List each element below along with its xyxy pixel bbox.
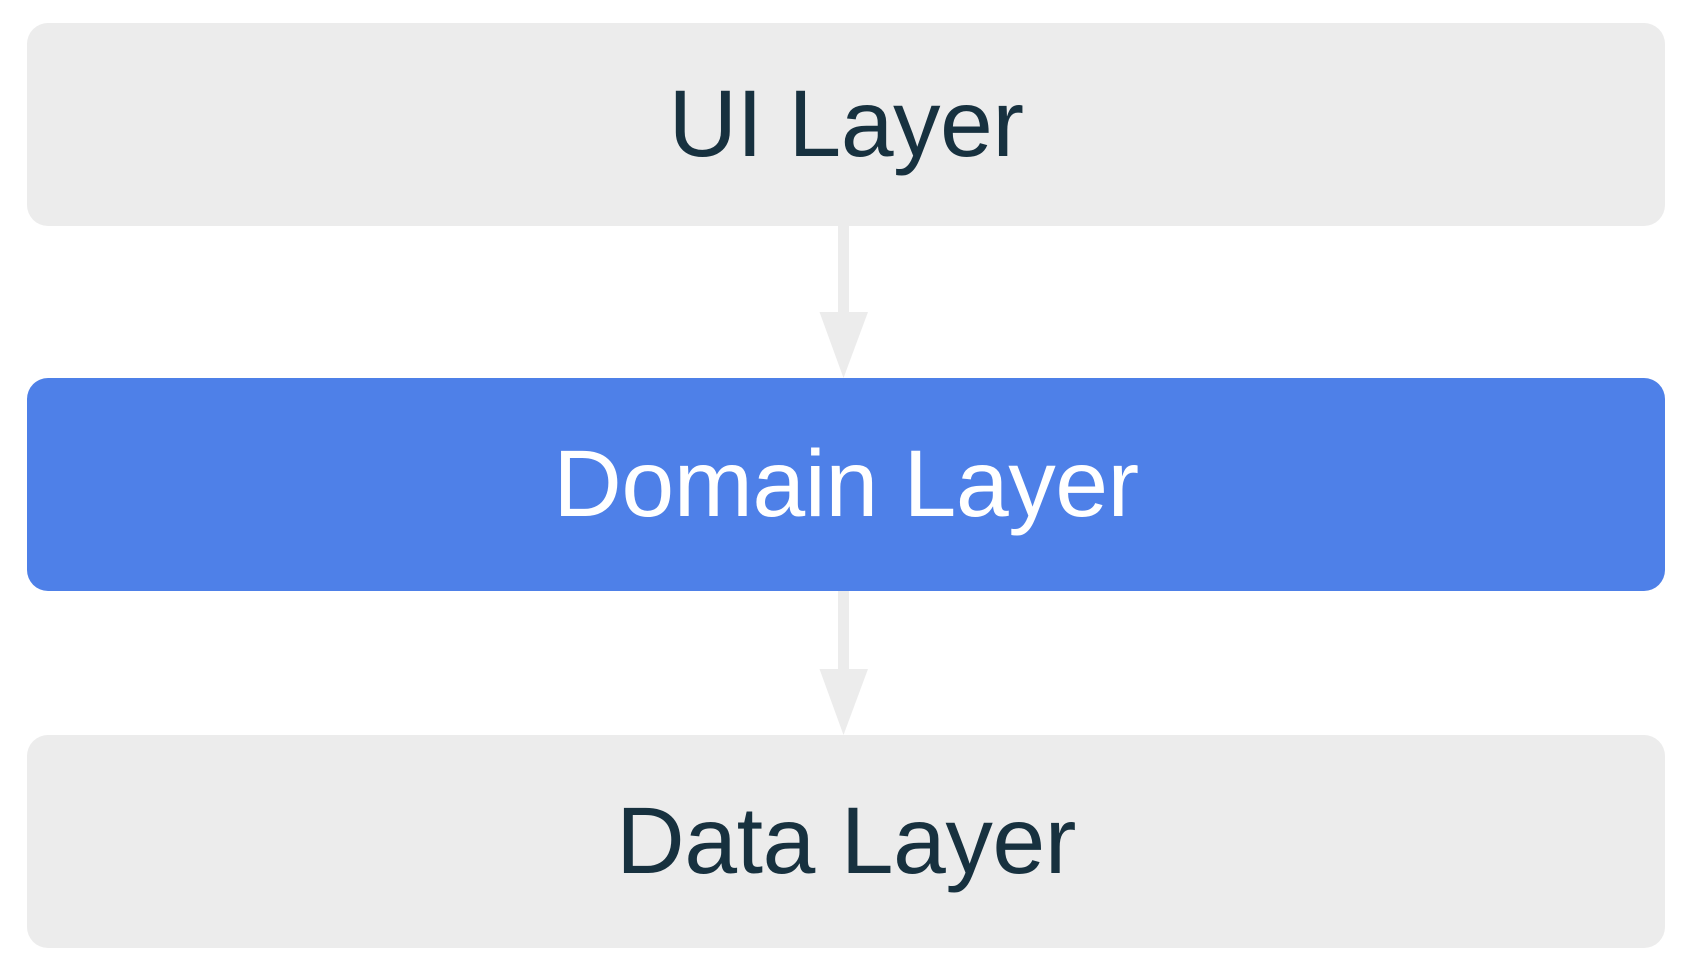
layer-label-ui: UI Layer (668, 71, 1024, 177)
arrow-ui-to-domain (0, 226, 1687, 378)
layer-node-domain[interactable]: Domain Layer (27, 378, 1665, 591)
arrow-domain-to-data (0, 591, 1687, 735)
layer-label-data: Data Layer (616, 788, 1076, 894)
layer-node-data[interactable]: Data Layer (27, 735, 1665, 948)
arrow-down-icon (819, 226, 868, 378)
layer-node-ui[interactable]: UI Layer (27, 23, 1665, 226)
layer-label-domain: Domain Layer (553, 431, 1139, 537)
arrow-down-icon (819, 591, 868, 735)
